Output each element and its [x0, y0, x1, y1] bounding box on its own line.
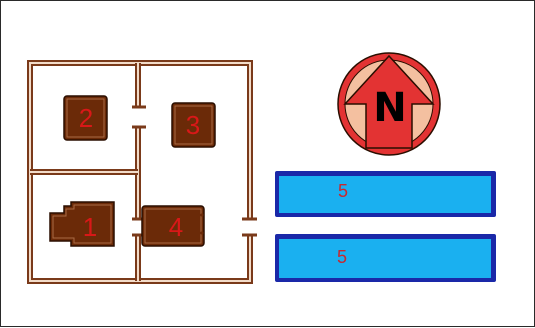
room-1: 1	[49, 201, 115, 247]
door-gap-top	[131, 107, 145, 127]
room-1-label: 1	[83, 212, 97, 242]
room-2-label: 2	[79, 103, 93, 133]
bar-5-bottom: 5	[275, 234, 496, 282]
room-3-label: 3	[186, 110, 200, 140]
compass-letter: N	[373, 85, 406, 131]
bar-top-label: 5	[338, 181, 348, 201]
floor-plan-walls	[27, 60, 257, 284]
room-2: 2	[63, 95, 108, 141]
bar-bottom-label: 5	[337, 247, 347, 267]
bar-5-top: 5	[275, 171, 496, 217]
room-4: 4	[141, 205, 205, 247]
north-arrow-icon: N	[337, 52, 441, 156]
room-4-label: 4	[169, 212, 183, 242]
room-3: 3	[171, 102, 216, 148]
door-gap-right	[243, 219, 257, 235]
